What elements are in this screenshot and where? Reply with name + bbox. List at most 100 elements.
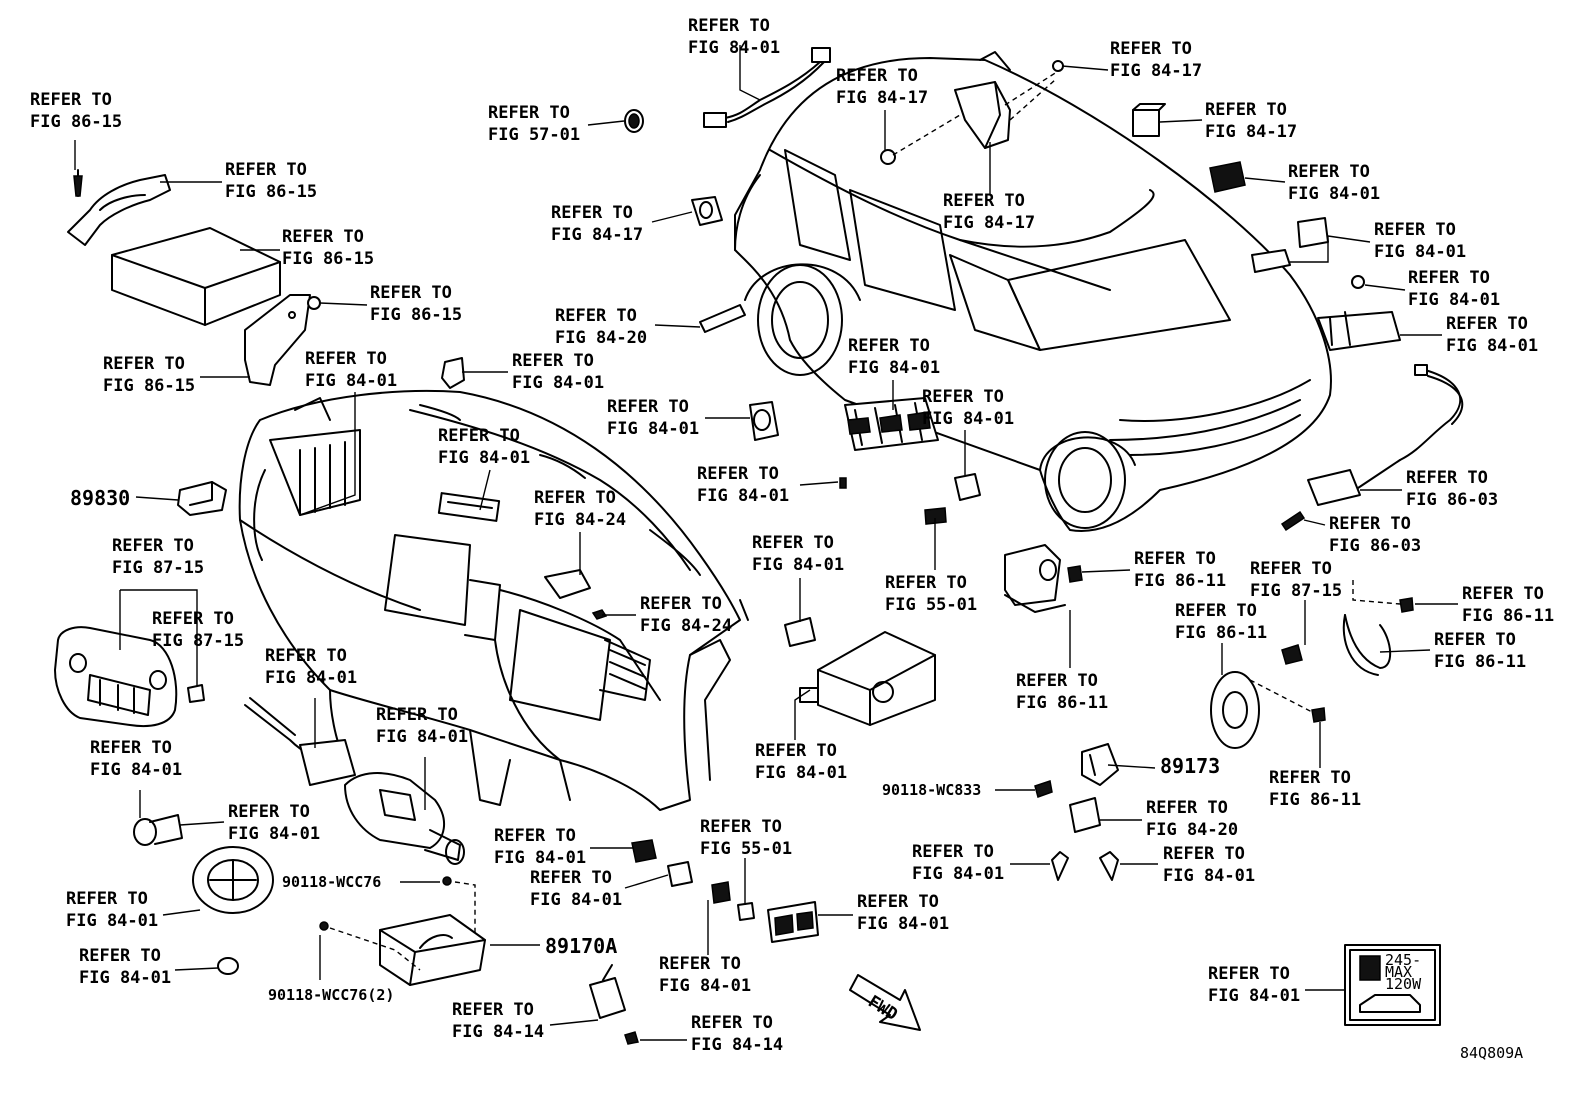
callout-l25-line1: REFER TO (534, 488, 616, 508)
callout-l35-line2: FIG 84-24 (640, 616, 732, 636)
callout-l41-line1: REFER TO (755, 741, 837, 761)
callout-l44-line1: REFER TO (228, 802, 310, 822)
callout-l14-line1: REFER TO (555, 306, 637, 326)
callout-l45-line1: REFER TO (1146, 798, 1228, 818)
callout-l34-line2: FIG 87-15 (152, 631, 244, 651)
caution-line2: MAX (1385, 963, 1412, 981)
callout-l26-line1: REFER TO (1406, 468, 1488, 488)
ecu-box-part (111, 227, 281, 326)
part-numbers: 89830 89173 89170A 90118-WC833 90118-WCC… (70, 486, 1220, 1004)
callout-l42-line1: REFER TO (90, 738, 172, 758)
callout-l51-line2: FIG 84-01 (66, 911, 158, 931)
callout-l15-line1: REFER TO (1408, 268, 1490, 288)
callout-l39-line1: REFER TO (376, 705, 458, 725)
callout-l22-line2: FIG 84-01 (922, 409, 1014, 429)
leader-lines (74, 45, 1458, 1041)
callout-l05-line2: FIG 57-01 (488, 125, 580, 145)
callout-l24-line2: FIG 84-01 (697, 486, 789, 506)
components (54, 47, 1464, 1045)
callout-l43-line2: FIG 86-11 (1269, 790, 1361, 810)
callout-l22-line1: REFER TO (922, 387, 1004, 407)
callout-l56-line1: REFER TO (452, 1000, 534, 1020)
callout-l30-line2: FIG 55-01 (885, 595, 977, 615)
callout-l32-line1: REFER TO (1250, 559, 1332, 579)
callout-l31-line2: FIG 86-11 (1134, 571, 1226, 591)
callout-l29-line2: FIG 84-01 (752, 555, 844, 575)
vehicle-outline (734, 51, 1332, 532)
callout-l12-line2: FIG 84-01 (1374, 242, 1466, 262)
callout-l40-line1: REFER TO (1016, 671, 1098, 691)
callout-l46-line1: REFER TO (494, 826, 576, 846)
callout-l50-line2: FIG 84-01 (530, 890, 622, 910)
callout-l53-line2: FIG 84-01 (79, 968, 171, 988)
part-number-wc833: 90118-WC833 (882, 781, 981, 799)
harness-connector-part (703, 47, 831, 128)
callout-l23-line1: REFER TO (438, 426, 520, 446)
callout-l24-line1: REFER TO (697, 464, 779, 484)
callout-l13-line2: FIG 86-15 (370, 305, 462, 325)
callout-l57-line2: FIG 84-14 (691, 1035, 783, 1055)
callout-l02-line1: REFER TO (1110, 39, 1192, 59)
callout-l09-line2: FIG 84-17 (943, 213, 1035, 233)
callout-l09-line1: REFER TO (943, 191, 1025, 211)
callout-l28-line2: FIG 87-15 (112, 558, 204, 578)
callout-l03-line1: REFER TO (836, 66, 918, 86)
callout-l11-line1: REFER TO (282, 227, 364, 247)
part-number-wcc76-x2: 90118-WCC76(2) (268, 986, 394, 1004)
callout-l52-line2: FIG 84-01 (857, 914, 949, 934)
callout-l06-line2: FIG 84-17 (1205, 122, 1297, 142)
fwd-arrow: FWD (849, 974, 921, 1031)
callout-l48-line1: REFER TO (912, 842, 994, 862)
caution-line3: 120W (1385, 975, 1422, 993)
callout-l15-line2: FIG 84-01 (1408, 290, 1500, 310)
callout-l01-line2: FIG 84-01 (688, 38, 780, 58)
callout-l18-line1: REFER TO (305, 349, 387, 369)
callout-l35-line1: REFER TO (640, 594, 722, 614)
callout-l29-line1: REFER TO (752, 533, 834, 553)
callout-l25-line2: FIG 84-24 (534, 510, 626, 530)
callout-l43-line1: REFER TO (1269, 768, 1351, 788)
callout-l33-line1: REFER TO (1462, 584, 1544, 604)
callout-l28-line1: REFER TO (112, 536, 194, 556)
callout-l47-line1: REFER TO (700, 817, 782, 837)
callout-l37-line2: FIG 86-11 (1434, 652, 1526, 672)
callout-l11-line2: FIG 86-15 (282, 249, 374, 269)
callout-l31-line1: REFER TO (1134, 549, 1216, 569)
callout-l37-line1: REFER TO (1434, 630, 1516, 650)
callout-l40-line2: FIG 86-11 (1016, 693, 1108, 713)
callout-l41-line2: FIG 84-01 (755, 763, 847, 783)
part-number-89173: 89173 (1160, 754, 1220, 778)
callout-l56-line2: FIG 84-14 (452, 1022, 544, 1042)
callout-l46-line2: FIG 84-01 (494, 848, 586, 868)
callout-l50-line1: REFER TO (530, 868, 612, 888)
callout-l39-line2: FIG 84-01 (376, 727, 468, 747)
callout-l55-line1: REFER TO (1208, 964, 1290, 984)
callout-l27-line2: FIG 86-03 (1329, 536, 1421, 556)
callout-l52-line1: REFER TO (857, 892, 939, 912)
callout-l21-line1: REFER TO (607, 397, 689, 417)
callout-l08-line1: REFER TO (1288, 162, 1370, 182)
callout-l20-line2: FIG 84-01 (848, 358, 940, 378)
diagram-code: 84Q809A (1460, 1044, 1523, 1062)
callout-l17-line1: REFER TO (103, 354, 185, 374)
caution-line1: 245- (1385, 951, 1421, 969)
callout-l27-line1: REFER TO (1329, 514, 1411, 534)
callout-l51-line1: REFER TO (66, 889, 148, 909)
callout-l54-line1: REFER TO (659, 954, 741, 974)
callout-l17-line2: FIG 86-15 (103, 376, 195, 396)
part-number-89170a: 89170A (545, 934, 617, 958)
callout-l47-line2: FIG 55-01 (700, 839, 792, 859)
callout-l10-line2: FIG 84-17 (551, 225, 643, 245)
callout-l26-line2: FIG 86-03 (1406, 490, 1498, 510)
callout-l05-line1: REFER TO (488, 103, 570, 123)
callout-l20-line1: REFER TO (848, 336, 930, 356)
callout-l44-line2: FIG 84-01 (228, 824, 320, 844)
callout-l04-line2: FIG 86-15 (30, 112, 122, 132)
callout-l49-line2: FIG 84-01 (1163, 866, 1255, 886)
callout-l18-line2: FIG 84-01 (305, 371, 397, 391)
callout-l30-line1: REFER TO (885, 573, 967, 593)
callout-l49-line1: REFER TO (1163, 844, 1245, 864)
callout-l33-line2: FIG 86-11 (1462, 606, 1554, 626)
callout-l12-line1: REFER TO (1374, 220, 1456, 240)
